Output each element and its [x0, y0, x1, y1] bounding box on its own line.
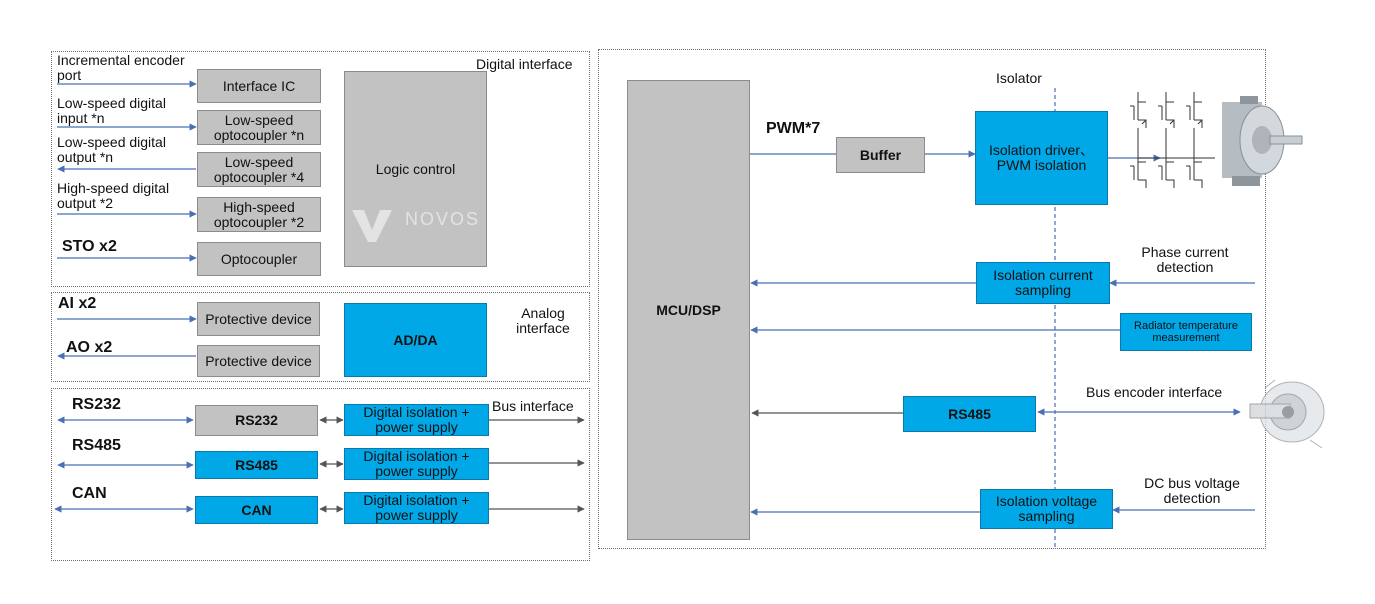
low-speed-output-label: Low-speed digital output *n	[57, 134, 166, 165]
phase-current-label: Phase current detection	[1141, 244, 1229, 275]
digital-isolation-block-1: Digital isolation + power supply	[344, 404, 489, 436]
high-speed-output-label: High-speed digital output *2	[57, 180, 170, 211]
protective-device-block-1: Protective device	[197, 302, 320, 336]
bus-interface-title: Bus interface	[492, 398, 574, 414]
digital-interface-frame	[51, 51, 590, 287]
ao-label: AO x2	[66, 339, 113, 356]
dc-bus-voltage-label: DC bus voltage detection	[1144, 475, 1240, 506]
rs485-label: RS485	[72, 437, 121, 454]
bus-encoder-interface-label: Bus encoder interface	[1086, 384, 1223, 400]
sto-label: STO x2	[62, 238, 117, 255]
isolation-current-sampling-block: Isolation current sampling	[976, 262, 1110, 304]
digital-isolation-block-3: Digital isolation + power supply	[344, 492, 489, 524]
digital-isolation-block-2: Digital isolation + power supply	[344, 448, 489, 480]
protective-device-block-2: Protective device	[197, 345, 320, 377]
digital-interface-title: Digital interface	[476, 56, 573, 72]
can-label: CAN	[72, 485, 107, 502]
mcu-dsp-block: MCU/DSP	[627, 80, 750, 540]
ai-label: AI x2	[58, 295, 97, 312]
incremental-encoder-label: Incremental encoder port	[57, 52, 185, 83]
buffer-block: Buffer	[836, 137, 925, 173]
watermark-logo	[350, 206, 394, 251]
analog-interface-frame	[51, 292, 590, 382]
bus-interface-frame	[51, 388, 590, 561]
radiator-temperature-block: Radiator temperature measurement	[1120, 313, 1252, 351]
motor-icon	[1222, 96, 1303, 186]
isolation-voltage-sampling-block: Isolation voltage sampling	[980, 489, 1113, 529]
power-section-frame	[598, 49, 1266, 549]
rs232-block: RS232	[195, 405, 318, 436]
high-speed-optocoupler-block: High-speed optocoupler *2	[197, 197, 321, 232]
low-speed-optocoupler-4-block: Low-speed optocoupler *4	[197, 152, 321, 187]
low-speed-input-label: Low-speed digital input *n	[57, 95, 166, 126]
ad-da-block: AD/DA	[344, 303, 487, 377]
rs485-block: RS485	[195, 451, 318, 479]
optocoupler-block: Optocoupler	[197, 242, 321, 276]
analog-interface-title: Analog interface	[516, 305, 570, 336]
low-speed-optocoupler-n-block: Low-speed optocoupler *n	[197, 110, 321, 145]
rs232-label: RS232	[72, 396, 121, 413]
igbt-bridge-icon	[1130, 92, 1215, 188]
watermark-logo-icon	[352, 210, 392, 242]
isolation-driver-block: Isolation driver、 PWM isolation	[975, 111, 1108, 205]
rs485-encoder-block: RS485	[903, 396, 1036, 432]
can-block: CAN	[195, 496, 318, 524]
isolator-label: Isolator	[996, 70, 1042, 86]
pwm-label: PWM*7	[766, 120, 821, 137]
encoder-icon	[1249, 379, 1325, 449]
watermark-text: NOVOS	[405, 209, 481, 229]
interface-ic-block: Interface IC	[197, 69, 321, 103]
